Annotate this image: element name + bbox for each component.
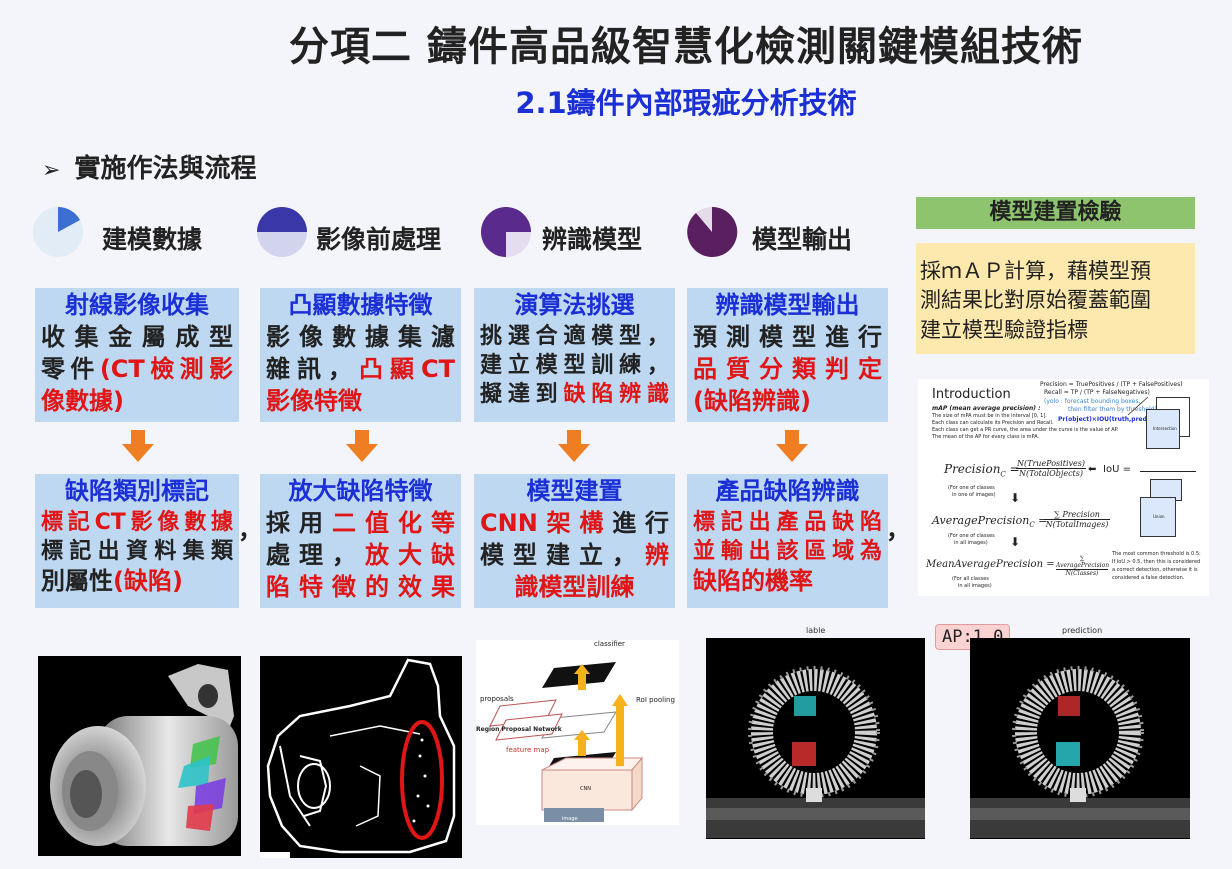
section-label: 實施作法與流程 (74, 154, 257, 184)
step-header-1: 建模數據 (32, 206, 232, 264)
step-label-2: 影像前處理 (316, 225, 442, 254)
ct-scan-image (38, 656, 241, 856)
step-1-bottom-box: 缺陷類別標記 標記CT影像數據 標記出資料集類 別屬性(缺陷) (35, 474, 239, 608)
verify-description: 採ｍＡＰ計算，藉模型預 測結果比對原始覆蓋範圍 建立模型驗證指標 (916, 243, 1195, 354)
page-subtitle: 2.1鑄件內部瑕疵分析技術 (515, 86, 857, 120)
label-caption: lable (806, 626, 826, 635)
step-4-bottom-box: 產品缺陷辨識 標記出產品缺陷 並輸出該區域為 缺陷的機率 (687, 474, 888, 608)
step-label-4: 模型輸出 (752, 225, 853, 254)
pie-full-icon (687, 206, 738, 257)
section-heading: ➢ 實施作法與流程 (42, 148, 256, 185)
step-3-top-box: 演算法挑選 挑選合適模型， 建立模型訓練， 擬達到缺陷辨識 (474, 288, 675, 422)
step-3-bottom-box: 模型建置 CNN架構進行 模型建立，辨 識模型訓練 (474, 474, 675, 608)
comma-separator: ， (238, 516, 262, 544)
step-header-2: 影像前處理 (256, 206, 466, 264)
down-arrow-icon (122, 430, 154, 462)
bullet-arrow-icon: ➢ (42, 158, 61, 183)
verify-header: 模型建置檢驗 (916, 197, 1195, 229)
pie-quarter-icon (33, 206, 83, 257)
down-arrow-icon (346, 430, 378, 462)
comma-separator: ， (886, 516, 910, 544)
step-1-top-box: 射線影像收集 收集金屬成型 零件(CT檢測影 像數據) (35, 288, 239, 422)
binarized-edge-image (260, 656, 462, 858)
ground-truth-image (706, 638, 925, 839)
step-label-1: 建模數據 (102, 225, 203, 254)
faster-rcnn-diagram: classifier RoI pooling proposals Region … (476, 640, 679, 825)
intro-heading: Introduction (932, 387, 1011, 402)
prediction-caption: prediction (1062, 626, 1103, 635)
step-4-top-box: 辨識模型輸出 預測模型進行 品質分類判定 (缺陷辨識) (687, 288, 888, 422)
down-arrow-icon (558, 430, 590, 462)
step-header-3: 辨識模型 (480, 206, 680, 264)
pie-half-icon (257, 207, 307, 257)
step-header-4: 模型輸出 (686, 206, 886, 264)
step-2-bottom-box: 放大缺陷特徵 採用二值化等 處理，放大缺 陷特徵的效果 (260, 474, 461, 608)
prediction-image (970, 638, 1190, 839)
step-label-3: 辨識模型 (542, 225, 643, 254)
step-2-top-box: 凸顯數據特徵 影像數據集濾 雜訊，凸顯CT 影像特徵 (260, 288, 461, 422)
map-formula-panel: Introduction Precision = TruePositives /… (918, 379, 1209, 596)
down-arrow-icon (776, 430, 808, 462)
page-title: 分項二 鑄件高品級智慧化檢測關鍵模組技術 (289, 24, 1083, 70)
pie-three-quarter-icon (481, 207, 531, 257)
